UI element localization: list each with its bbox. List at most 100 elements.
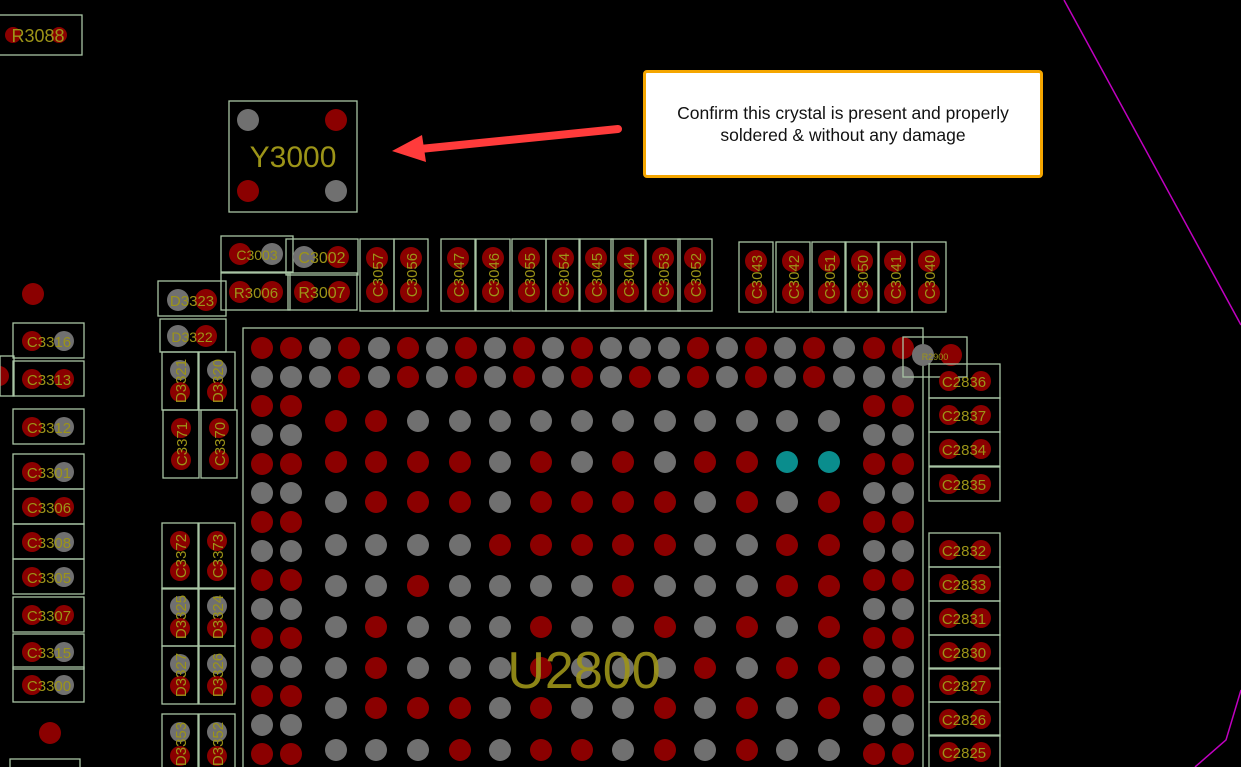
- bga-ball: [484, 366, 506, 388]
- component-c2825[interactable]: C2825: [928, 734, 1001, 767]
- component-c3308[interactable]: C3308: [12, 523, 85, 560]
- component-c2834[interactable]: C2834: [928, 431, 1001, 467]
- component-c3044[interactable]: C3044: [610, 238, 646, 312]
- bga-ball: [455, 337, 477, 359]
- component-c3313[interactable]: C3313: [12, 360, 85, 397]
- component-d3322[interactable]: D3322: [159, 318, 227, 353]
- component-label: D3327: [173, 653, 190, 697]
- bga-ball: [407, 491, 429, 513]
- component-c3045[interactable]: C3045: [578, 238, 614, 312]
- bga-ball: [612, 616, 634, 638]
- component-r2900[interactable]: R2900: [902, 336, 968, 378]
- bga-ball: [571, 451, 593, 473]
- bga-ball: [407, 697, 429, 719]
- component-d3327[interactable]: D3327: [161, 645, 199, 705]
- component-c3003[interactable]: C3003: [220, 235, 294, 273]
- component-c3054[interactable]: C3054: [545, 238, 581, 312]
- component-label: C3002: [298, 250, 345, 267]
- bga-ball: [818, 739, 840, 761]
- component-c3055[interactable]: C3055: [511, 238, 547, 312]
- bga-ball: [571, 575, 593, 597]
- component-c2833[interactable]: C2833: [928, 566, 1001, 602]
- component-c2837[interactable]: C2837: [928, 397, 1001, 433]
- callout-line-2: soldered & without any damage: [720, 125, 966, 145]
- component-label: C3312: [27, 420, 71, 437]
- bga-ball: [251, 366, 273, 388]
- component-c3370[interactable]: C3370: [200, 409, 238, 479]
- component-c3312[interactable]: C3312: [12, 408, 85, 445]
- component-r3006[interactable]: R3006: [220, 272, 291, 311]
- component-c3050[interactable]: C3050: [844, 241, 880, 313]
- component-c3051[interactable]: C3051: [811, 241, 847, 313]
- component-r3007[interactable]: R3007: [287, 272, 358, 311]
- component-d3324[interactable]: D3324: [198, 587, 236, 647]
- bga-ball: [736, 491, 758, 513]
- component-d3353[interactable]: D3353: [161, 713, 199, 767]
- bga-ball: [530, 739, 552, 761]
- component-c3002[interactable]: C3002: [285, 238, 359, 276]
- bga-ball: [530, 491, 552, 513]
- component-c3046[interactable]: C3046: [475, 238, 511, 312]
- component-label: C3315: [27, 645, 71, 662]
- component-c3040[interactable]: C3040: [911, 241, 947, 313]
- component-d3323[interactable]: D3323: [157, 280, 227, 317]
- component-u2800-ball-grid[interactable]: [251, 337, 914, 765]
- component-label: D3324: [210, 595, 227, 639]
- component-c3371[interactable]: C3371: [162, 409, 200, 479]
- component-label: D3322: [171, 329, 212, 345]
- bga-ball: [892, 714, 914, 736]
- red-arrow-icon: [392, 125, 622, 162]
- component-c2832[interactable]: C2832: [928, 532, 1001, 568]
- component-c2836[interactable]: C2836: [928, 363, 1001, 399]
- component-c2835[interactable]: C2835: [928, 466, 1001, 502]
- component-c3306[interactable]: C3306: [12, 488, 85, 525]
- component-label: C3042: [786, 255, 803, 299]
- component-c3042[interactable]: C3042: [775, 241, 811, 313]
- component-c3372[interactable]: C3372: [161, 522, 199, 590]
- component-c3056[interactable]: C3056: [393, 238, 429, 312]
- bga-ball: [736, 451, 758, 473]
- component-d3321[interactable]: D3321: [161, 351, 199, 411]
- bga-ball: [280, 453, 302, 475]
- bga-ball: [530, 410, 552, 432]
- bga-ball: [694, 657, 716, 679]
- bga-ball: [449, 575, 471, 597]
- component-r3088[interactable]: R3088: [0, 14, 83, 56]
- bga-ball: [251, 569, 273, 591]
- component-u2800-outline: [242, 327, 924, 767]
- bga-ball: [530, 575, 552, 597]
- component-c3305[interactable]: C3305: [12, 558, 85, 595]
- bga-ball: [489, 575, 511, 597]
- component-y3000-crystal[interactable]: Y3000: [228, 100, 358, 213]
- component-d3320[interactable]: D3320: [198, 351, 236, 411]
- component-c3373[interactable]: C3373: [198, 522, 236, 590]
- component-c3043[interactable]: C3043: [738, 241, 774, 313]
- bga-ball: [251, 743, 273, 765]
- component-c2827[interactable]: C2827: [928, 667, 1001, 703]
- component-label: C2831: [942, 611, 986, 628]
- bga-ball: [774, 366, 796, 388]
- component-c3316[interactable]: C3316: [12, 322, 85, 359]
- bga-ball: [658, 366, 680, 388]
- component-c3057[interactable]: C3057: [359, 238, 395, 312]
- component-d3326[interactable]: D3326: [198, 645, 236, 705]
- component-c3053[interactable]: C3053: [645, 238, 681, 312]
- bga-ball: [694, 451, 716, 473]
- component-c3047[interactable]: C3047: [440, 238, 476, 312]
- component-label: D3353: [173, 722, 190, 766]
- bga-ball: [407, 575, 429, 597]
- bga-ball: [251, 714, 273, 736]
- component-c3307[interactable]: C3307: [12, 596, 85, 633]
- component-c3300[interactable]: C3300: [12, 666, 85, 703]
- component-d3325[interactable]: D3325: [161, 587, 199, 647]
- component-c2826[interactable]: C2826: [928, 701, 1001, 737]
- bga-ball: [489, 616, 511, 638]
- component-d3352[interactable]: D3352: [198, 713, 236, 767]
- component-c2830[interactable]: C2830: [928, 634, 1001, 670]
- bga-ball: [803, 366, 825, 388]
- component-label: C3041: [888, 255, 905, 299]
- component-c3052[interactable]: C3052: [677, 238, 713, 312]
- bga-ball: [280, 366, 302, 388]
- component-c3315[interactable]: C3315: [12, 633, 85, 670]
- component-label: C3046: [486, 253, 503, 297]
